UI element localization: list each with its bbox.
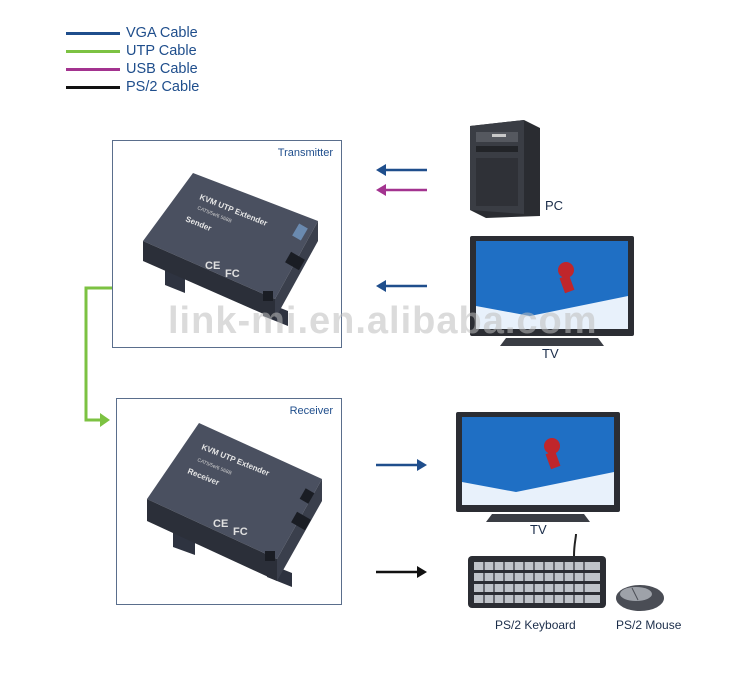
legend-label: UTP Cable [126, 43, 197, 59]
legend-item-usb: USB Cable [66, 60, 198, 78]
keyboard-label: PS/2 Keyboard [495, 618, 576, 632]
ps2-swatch [66, 85, 120, 89]
ce-mark: CE [213, 518, 228, 530]
pc-icon [470, 120, 540, 218]
vga-arrowhead [417, 459, 427, 471]
legend-label: VGA Cable [126, 25, 198, 41]
legend-label: PS/2 Cable [126, 79, 200, 95]
utp-swatch [66, 49, 120, 53]
utp-arrowhead [100, 413, 110, 427]
fc-mark: FC [225, 268, 240, 280]
ce-mark: CE [205, 260, 220, 272]
vga-arrowhead [376, 280, 386, 292]
receiver-title: Receiver [289, 405, 333, 417]
usb-swatch [66, 67, 120, 71]
vga-arrowhead [376, 164, 386, 176]
mouse-label: PS/2 Mouse [616, 618, 682, 632]
legend-item-utp: UTP Cable [66, 42, 197, 60]
mouse-icon [616, 585, 664, 611]
fc-mark: FC [233, 526, 248, 538]
keyboard-icon [468, 534, 606, 608]
vga-swatch [66, 31, 120, 35]
ps2-arrowhead [417, 566, 427, 578]
legend-item-ps2: PS/2 Cable [66, 78, 199, 96]
receiver-device-icon: KVM UTP Extender CAT5/5e/6 568B Receiver… [147, 423, 322, 587]
tv-top-label: TV [542, 346, 559, 361]
transmitter-panel: Transmitter KVM UTP Extender CAT5/5e/6 5… [112, 140, 342, 348]
tv-bottom-icon [456, 412, 620, 522]
tv-top-icon [470, 236, 634, 346]
receiver-panel: Receiver KVM UTP Extender CAT5/5e/6 568B… [116, 398, 342, 605]
transmitter-device-icon: KVM UTP Extender CAT5/5e/6 568B Sender C… [143, 173, 318, 326]
legend-item-vga: VGA Cable [66, 24, 198, 42]
utp-link [84, 286, 112, 422]
pc-label: PC [545, 198, 564, 213]
usb-arrowhead [376, 184, 386, 196]
legend-label: USB Cable [126, 61, 198, 77]
transmitter-title: Transmitter [277, 147, 333, 159]
tv-bottom-label: TV [530, 522, 547, 537]
watermark-text: link-mi.en.alibaba.com [168, 300, 598, 342]
